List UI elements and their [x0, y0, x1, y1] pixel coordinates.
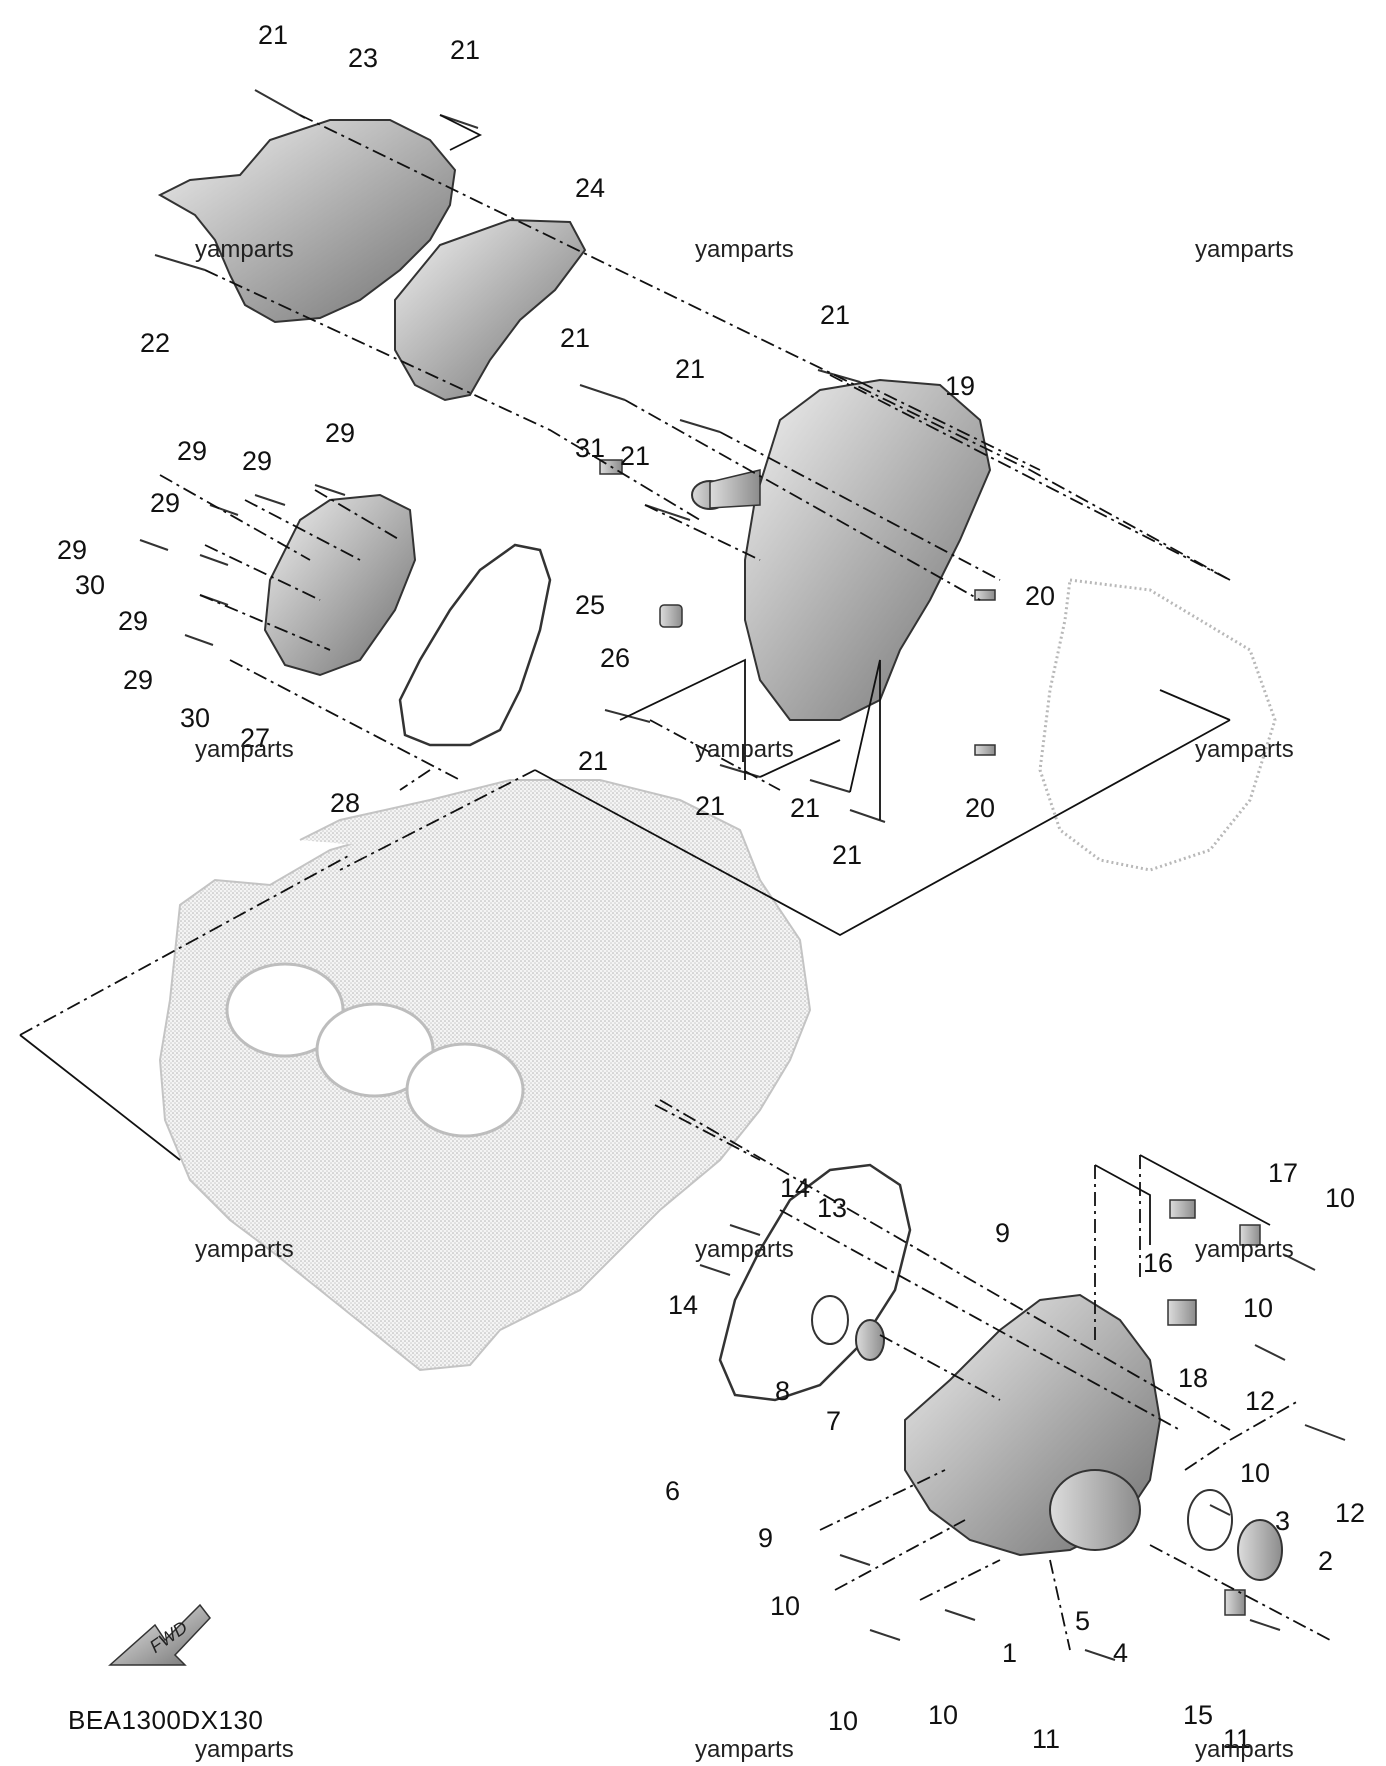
callout-label: 29	[118, 606, 149, 636]
callout-label: 21	[620, 441, 651, 471]
watermark: yamparts	[695, 1236, 794, 1263]
callout-label: 28	[330, 788, 361, 818]
callout-label: 21	[695, 791, 726, 821]
callout-label: 8	[775, 1376, 791, 1406]
cover-24	[394, 218, 587, 402]
callout-label: 30	[75, 570, 106, 600]
callout-label: 20	[1025, 581, 1056, 611]
crankcase-cover-1	[904, 1293, 1162, 1557]
callout-label: 21	[560, 323, 591, 353]
watermark: yamparts	[1195, 736, 1294, 763]
callout-label: 29	[150, 488, 181, 518]
callout-label: 29	[242, 446, 273, 476]
callout-label: 16	[1143, 1248, 1174, 1278]
callout-label: 10	[928, 1700, 959, 1730]
callout-label: 15	[1183, 1700, 1214, 1730]
callout-label: 20	[965, 793, 996, 823]
callout-label: 21	[258, 20, 289, 50]
callout-label: 11	[1032, 1724, 1061, 1754]
callout-label: 23	[348, 43, 379, 73]
gasket-6	[718, 1163, 912, 1402]
callout-label: 22	[140, 328, 171, 358]
callout-label: 24	[575, 173, 606, 203]
gasket-28	[398, 543, 552, 747]
watermark: yamparts	[695, 1736, 794, 1763]
callout-label: 25	[575, 590, 606, 620]
callout-label: 14	[780, 1173, 811, 1203]
seal-7	[855, 1319, 885, 1361]
callout-label: 2	[1318, 1546, 1334, 1576]
o-ring-3	[1187, 1489, 1233, 1551]
callout-label: 1	[1002, 1638, 1018, 1668]
watermark: yamparts	[1195, 1236, 1294, 1263]
callout-label: 21	[578, 746, 609, 776]
callout-label: 10	[828, 1706, 859, 1736]
callout-label: 10	[1240, 1458, 1271, 1488]
callout-label: 17	[1268, 1158, 1299, 1188]
crankcase-block	[158, 779, 812, 1372]
callout-label: 10	[770, 1591, 801, 1621]
callout-label: 21	[450, 35, 481, 65]
callout-label: 10	[1243, 1293, 1274, 1323]
callout-label: 21	[820, 300, 851, 330]
watermark: yamparts	[195, 1236, 294, 1263]
watermark: yamparts	[695, 736, 794, 763]
callout-label: 29	[177, 436, 208, 466]
callout-label: 21	[832, 840, 863, 870]
gasket-outline-right	[1038, 578, 1277, 872]
callout-label: 12	[1335, 1498, 1366, 1528]
callout-label: 31	[575, 433, 606, 463]
callout-label: 4	[1113, 1638, 1129, 1668]
cap-2	[1237, 1519, 1283, 1581]
callout-label: 3	[1275, 1506, 1291, 1536]
callout-label: 7	[826, 1406, 842, 1436]
cover-27	[263, 493, 417, 677]
callout-label: 18	[1178, 1363, 1209, 1393]
callout-label: 27	[240, 723, 271, 753]
callout-label: 14	[668, 1290, 699, 1320]
watermark: yamparts	[1195, 236, 1294, 263]
callout-label: 29	[57, 535, 88, 565]
cover-23	[157, 119, 457, 324]
o-ring-8	[811, 1295, 849, 1345]
watermark: yamparts	[195, 1736, 294, 1763]
watermark: yamparts	[195, 736, 294, 763]
fwd-arrow-icon	[108, 1603, 211, 1666]
callout-label: 10	[1325, 1183, 1356, 1213]
callout-label: 9	[995, 1218, 1011, 1248]
callout-label: 21	[790, 793, 821, 823]
callout-label: 11	[1223, 1724, 1252, 1754]
watermark: yamparts	[695, 236, 794, 263]
watermark: yamparts	[1195, 1736, 1294, 1763]
callout-label: 29	[325, 418, 356, 448]
watermark: yamparts	[195, 236, 294, 263]
callout-label: 5	[1075, 1606, 1091, 1636]
callout-label: 26	[600, 643, 631, 673]
leader-lines	[19, 114, 1331, 1651]
callout-label: 13	[817, 1193, 848, 1223]
callout-label: 30	[180, 703, 211, 733]
callout-label: 6	[665, 1476, 681, 1506]
diagram-code: BEA1300DX130	[68, 1705, 264, 1735]
callout-label: 9	[758, 1523, 774, 1553]
callout-label: 21	[675, 354, 706, 384]
callout-label: 19	[945, 371, 976, 401]
callout-label: 12	[1245, 1386, 1276, 1416]
crankcase-cover-19	[691, 378, 992, 721]
callout-label: 29	[123, 665, 154, 695]
